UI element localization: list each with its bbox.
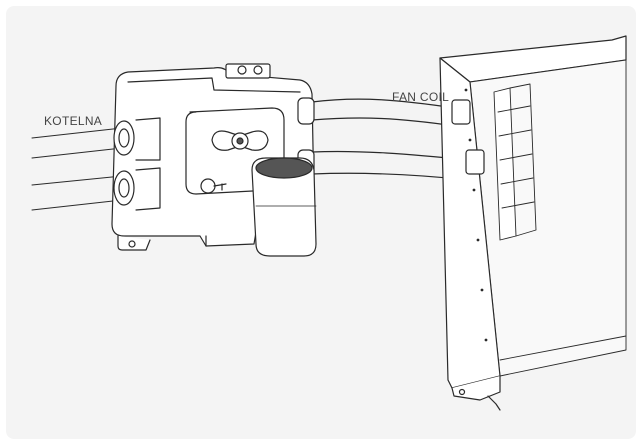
actuator-head (251, 157, 317, 257)
mounting-holes (464, 88, 488, 342)
hose-fittings (451, 99, 485, 175)
technical-drawing (31, 35, 627, 411)
fan-coil-housing (439, 35, 627, 411)
lock-key-icon (200, 178, 227, 194)
boiler-room-label: KOTELNA (44, 114, 103, 128)
coil-fins (493, 83, 537, 241)
diagram-frame: KOTELNA FAN COIL (6, 6, 636, 439)
boiler-pipes (31, 127, 123, 211)
butterfly-handle-icon (211, 130, 269, 151)
fan-coil-label: FAN COIL (392, 90, 450, 104)
